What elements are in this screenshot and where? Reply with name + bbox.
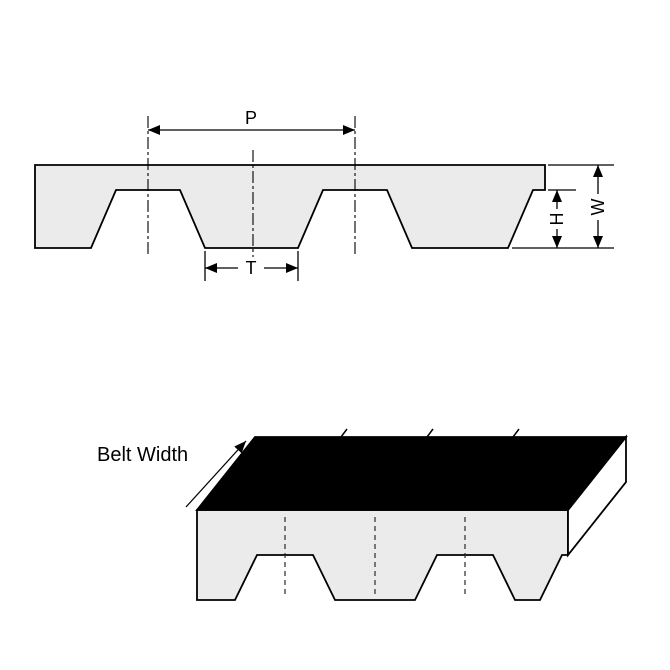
tooth-height-dimension: H (547, 190, 567, 248)
belt-top-face (195, 436, 628, 511)
belt-thickness-dimension: W (588, 165, 608, 248)
belt-width-label: Belt Width (97, 444, 188, 466)
belt-width-arrow (185, 440, 247, 508)
perspective-view: Belt Width (97, 428, 628, 601)
tooth-width-label: T (246, 258, 257, 278)
belt-thickness-label: W (588, 199, 608, 216)
back-edge-tick-1 (340, 428, 348, 438)
back-edge-tick-2 (426, 428, 434, 438)
tooth-height-label: H (547, 213, 567, 226)
back-edge-tick-3 (512, 428, 520, 438)
pitch-label: P (245, 108, 257, 128)
belt-front-face (196, 509, 569, 601)
tooth-width-dimension: T (204, 251, 299, 281)
cross-section-view: P T H W (34, 108, 614, 281)
belt-profile-shape (34, 164, 546, 249)
belt-width-annotation: Belt Width (97, 440, 247, 508)
pitch-dimension: P (148, 108, 355, 135)
